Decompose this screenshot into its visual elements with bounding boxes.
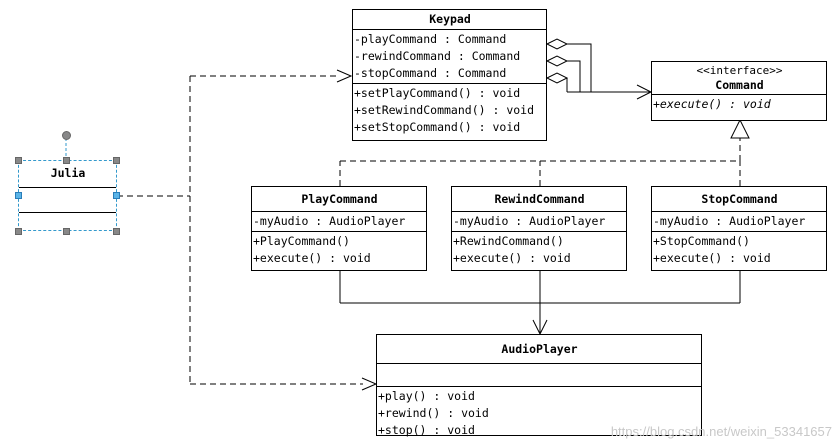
realization-commands-interface xyxy=(339,138,741,186)
resize-handle[interactable] xyxy=(63,228,70,235)
resize-handle[interactable] xyxy=(113,157,120,164)
association-commands-audioplayer xyxy=(339,270,741,336)
watermark-text: https://blog.csdn.net/weixin_53341657 xyxy=(610,424,832,439)
keypad-class[interactable]: Keypad -playCommand : Command -rewindCom… xyxy=(352,9,547,141)
audio-player-method: +rewind() : void xyxy=(378,406,489,420)
rewind-command-class[interactable]: RewindCommand -myAudio : AudioPlayer +Re… xyxy=(451,186,627,271)
realization-triangle xyxy=(730,118,750,139)
audio-player-method: +stop() : void xyxy=(378,423,475,437)
aggregation-keypad-command xyxy=(545,38,653,100)
keypad-class-name: Keypad xyxy=(429,12,471,26)
dependency-julia xyxy=(117,75,363,385)
rewind-command-class-name: RewindCommand xyxy=(494,192,585,206)
stop-command-class-name: StopCommand xyxy=(701,192,778,206)
stop-command-method: +StopCommand() xyxy=(653,234,750,248)
rewind-command-method: +execute() : void xyxy=(453,251,571,265)
resize-handle[interactable] xyxy=(15,157,22,164)
stop-command-attribute: -myAudio : AudioPlayer xyxy=(653,214,806,228)
play-command-class-name: PlayCommand xyxy=(301,192,378,206)
rotate-handle[interactable] xyxy=(62,131,71,140)
julia-class[interactable]: Julia xyxy=(18,160,117,231)
keypad-method: +setPlayCommand() : void xyxy=(354,86,521,100)
rewind-command-attribute: -myAudio : AudioPlayer xyxy=(453,214,606,228)
command-interface[interactable]: <<interface>> Command +execute() : void xyxy=(651,61,827,121)
connection-handle[interactable] xyxy=(15,192,22,199)
connection-handle[interactable] xyxy=(113,192,120,199)
resize-handle[interactable] xyxy=(63,157,70,164)
resize-handle[interactable] xyxy=(113,228,120,235)
stop-command-method: +execute() : void xyxy=(653,251,771,265)
keypad-method: +setRewindCommand() : void xyxy=(354,103,535,117)
rewind-command-method: +RewindCommand() xyxy=(453,234,564,248)
audio-player-method: +play() : void xyxy=(378,389,475,403)
command-stereotype: <<interface>> xyxy=(696,64,783,77)
audio-player-class[interactable]: AudioPlayer +play() : void +rewind() : v… xyxy=(376,334,702,437)
command-class-name: Command xyxy=(715,78,764,92)
julia-class-name: Julia xyxy=(50,166,86,180)
command-method: +execute() : void xyxy=(653,97,771,111)
keypad-method: +setStopCommand() : void xyxy=(354,120,521,134)
keypad-attribute: -playCommand : Command xyxy=(354,32,507,46)
resize-handle[interactable] xyxy=(15,228,22,235)
play-command-class[interactable]: PlayCommand -myAudio : AudioPlayer +Play… xyxy=(251,186,427,271)
play-command-method: +PlayCommand() xyxy=(253,234,350,248)
keypad-attribute: -rewindCommand : Command xyxy=(354,49,521,63)
stop-command-class[interactable]: StopCommand -myAudio : AudioPlayer +Stop… xyxy=(651,186,827,271)
play-command-method: +execute() : void xyxy=(253,251,371,265)
audio-player-class-name: AudioPlayer xyxy=(501,342,578,356)
keypad-attribute: -stopCommand : Command xyxy=(354,66,507,80)
play-command-attribute: -myAudio : AudioPlayer xyxy=(253,214,406,228)
